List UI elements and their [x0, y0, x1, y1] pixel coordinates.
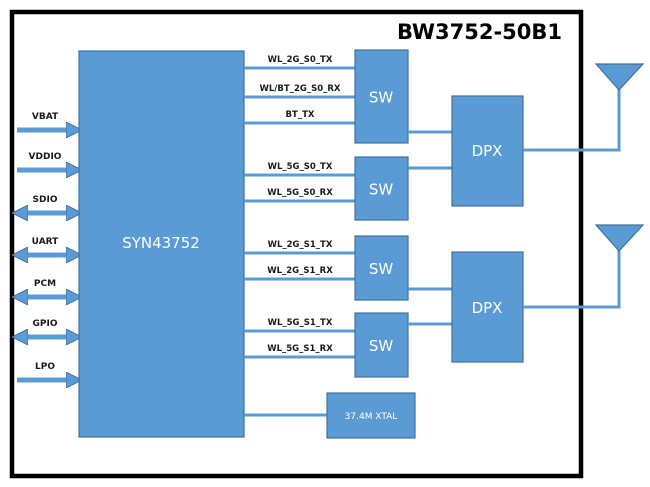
pin-label: VDDIO — [29, 152, 62, 162]
switch-rect — [354, 156, 409, 221]
signal-label: WL_2G_S0_TX — [268, 55, 333, 65]
signal-label: WL_5G_S1_RX — [267, 344, 333, 354]
signal-line: WL/BT_2G_S0_RX — [244, 84, 355, 99]
switch-1[interactable]: SW — [354, 49, 409, 144]
switch-label: SW — [369, 181, 394, 199]
switch-label: SW — [369, 260, 394, 278]
switch-label: SW — [369, 337, 394, 355]
pin-gpio: GPIO — [20, 319, 74, 337]
diplexer-rect — [451, 251, 524, 363]
main-chip-rect — [78, 50, 245, 438]
switch-4[interactable]: SW — [354, 312, 409, 378]
signal-group: WL_2G_S0_TX WL/BT_2G_S0_RX BT_TX WL_5G_S0_T… — [244, 55, 355, 359]
crystal-block[interactable]: 37.4M XTAL — [326, 392, 416, 439]
crystal-label: 37.4M XTAL — [345, 412, 398, 422]
switch-rect — [354, 49, 409, 144]
pin-uart: UART — [20, 237, 74, 255]
switch-3[interactable]: SW — [354, 235, 409, 301]
pin-vbat: VBAT — [17, 112, 74, 130]
diplexer-1[interactable]: DPX — [451, 95, 524, 207]
antenna-icon — [594, 63, 645, 91]
main-chip-label: SYN43752 — [122, 234, 200, 252]
pin-pcm: PCM — [20, 279, 74, 297]
pin-label: VBAT — [32, 112, 59, 122]
switch-label: SW — [369, 89, 394, 107]
antenna-icon — [594, 224, 645, 252]
module-title: BW3752-50B1 — [397, 20, 562, 44]
switch-to-diplexer-links — [408, 130, 452, 326]
signal-label: WL_2G_S1_RX — [267, 266, 333, 276]
pin-label: PCM — [34, 279, 56, 289]
signal-line: WL_2G_S1_RX — [244, 266, 355, 281]
module-boundary — [9, 9, 584, 479]
crystal-rect — [326, 392, 416, 439]
signal-label: WL_5G_S0_RX — [267, 188, 333, 198]
switch-group: SW SW SW SW — [354, 49, 409, 378]
pin-sdio: SDIO — [20, 195, 74, 213]
signal-line: WL_2G_S0_TX — [244, 55, 355, 70]
antenna-feed-1 — [523, 88, 621, 152]
signal-label: WL_5G_S0_TX — [268, 162, 333, 172]
signal-label: WL_2G_S1_TX — [268, 240, 333, 250]
pin-group: VBAT VDDIO SDIO UART PCM GPIO LPO — [17, 112, 74, 380]
diplexer-2[interactable]: DPX — [451, 251, 524, 363]
signal-line: WL_2G_S1_TX — [244, 240, 355, 255]
switch-rect — [354, 312, 409, 378]
pin-label: UART — [32, 237, 60, 247]
main-chip-block[interactable]: SYN43752 — [78, 50, 245, 438]
pin-label: LPO — [35, 362, 55, 372]
switch-rect — [354, 235, 409, 301]
signal-label: BT_TX — [286, 110, 315, 120]
signal-line: WL_5G_S1_TX — [244, 318, 355, 333]
signal-label: WL_5G_S1_TX — [268, 318, 333, 328]
signal-line: WL_5G_S0_TX — [244, 162, 355, 177]
signal-line: WL_5G_S0_RX — [244, 188, 355, 203]
diplexer-label: DPX — [472, 142, 503, 160]
signal-label: WL/BT_2G_S0_RX — [260, 84, 341, 94]
antenna-feed-2 — [523, 249, 621, 309]
pin-label: GPIO — [33, 319, 58, 329]
signal-line: BT_TX — [244, 110, 355, 125]
signal-line: WL_5G_S1_RX — [244, 344, 355, 359]
pin-lpo: LPO — [17, 362, 74, 380]
diplexer-rect — [451, 95, 524, 207]
diplexer-label: DPX — [472, 299, 503, 317]
switch-2[interactable]: SW — [354, 156, 409, 221]
pin-vddio: VDDIO — [17, 152, 74, 170]
pin-label: SDIO — [33, 195, 58, 205]
